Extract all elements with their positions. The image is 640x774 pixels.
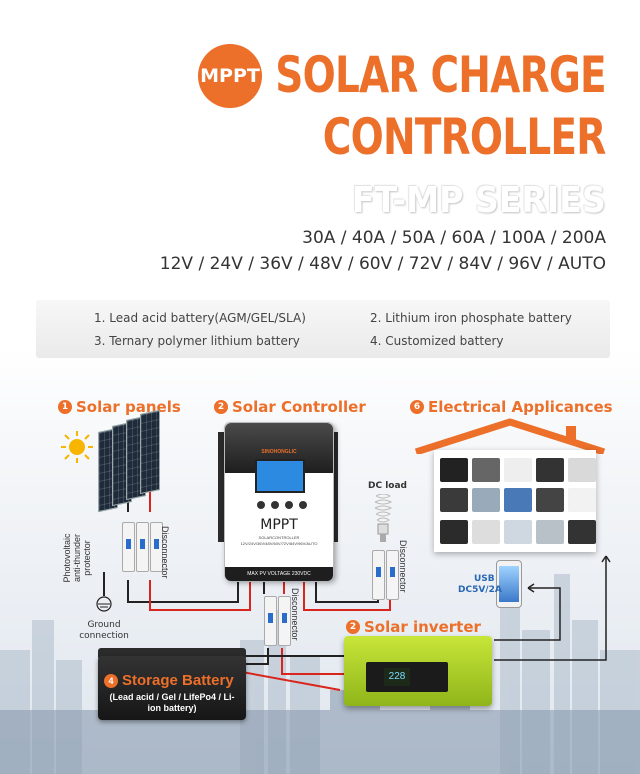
solar-controller-heading: 2 Solar Controller <box>214 398 366 416</box>
current-ratings: 30A / 40A / 50A / 60A / 100A / 200A <box>302 228 606 248</box>
controller-subtitle: SOLARCONTROLLER <box>258 535 300 540</box>
appliance-house <box>434 450 596 552</box>
solar-panel-4 <box>140 409 160 495</box>
controller-spec: 12V/24V/36V/48V/60V/72V/84V/96V/AUTO <box>240 541 318 546</box>
disconnector-label-1: Disconnector <box>160 526 170 579</box>
step-number-badge: 1 <box>58 400 72 414</box>
hair-dryer-icon <box>504 458 532 482</box>
controller-footer: MAX PV VOLTAGE 230VDC <box>225 567 333 581</box>
controller-heatsink-left <box>218 432 226 542</box>
series-name: FT-MP SERIES <box>352 180 606 221</box>
title-line-1: SOLAR CHARGE <box>275 46 606 104</box>
sun-icon <box>61 431 93 463</box>
step-number-badge: 4 <box>104 673 118 688</box>
battery-type-3: 3. Ternary polymer lithium battery <box>94 334 300 348</box>
camcorder-icon <box>536 488 564 512</box>
controller-button-4 <box>299 501 307 509</box>
controller-model: MPPT <box>260 517 298 533</box>
iron-icon <box>504 488 532 512</box>
protector-label-text: Photovoltaic anti-thunder protector <box>62 533 92 583</box>
controller-heatsink-right <box>330 432 338 542</box>
storage-battery-heading: 4 Storage Battery <box>104 672 234 689</box>
disconnector-label-2: Disconnector <box>290 588 300 641</box>
controller-brand: SINOHONGLIC <box>261 449 297 455</box>
controller-button-1 <box>257 501 265 509</box>
solar-panels-heading: 1 Solar panels <box>58 398 181 416</box>
city-skyline <box>0 574 640 774</box>
battery-types-banner: 1. Lead acid battery(AGM/GEL/SLA) 2. Lit… <box>36 300 610 358</box>
solar-panels-label: Solar panels <box>76 398 181 416</box>
step-number-badge: 2 <box>214 400 228 414</box>
refrigerator-icon <box>536 520 564 544</box>
tv-icon <box>440 458 468 482</box>
fan-icon <box>472 520 500 544</box>
controller-button-2 <box>271 501 279 509</box>
smartphone-screen <box>499 566 519 602</box>
usb-spec-label: DC5V/2A <box>458 585 502 595</box>
drill-icon <box>440 520 468 544</box>
house-roof-icon <box>414 418 606 454</box>
disconnector-breaker <box>150 522 163 572</box>
camera-icon <box>536 458 564 482</box>
controller-button-3 <box>285 501 293 509</box>
protector-breaker-1 <box>122 522 135 572</box>
bulb-icon <box>568 488 596 512</box>
battery-types-sub: (Lead acid / Gel / LifePo4 / Li-ion batt… <box>109 692 235 713</box>
ground-label: Ground connection <box>79 620 129 641</box>
battery-disconnector-2 <box>278 596 291 646</box>
inverter-display: 228 <box>384 668 410 686</box>
voltage-ratings: 12V / 24V / 36V / 48V / 60V / 72V / 84V … <box>159 254 606 274</box>
usb-label: USB <box>474 574 495 584</box>
battery-type-1: 1. Lead acid battery(AGM/GEL/SLA) <box>94 311 306 325</box>
dc-load-disconnector-2 <box>386 550 399 600</box>
juicer-icon <box>568 458 596 482</box>
washing-machine-icon <box>504 520 532 544</box>
rice-cooker-icon <box>568 520 596 544</box>
solar-inverter-heading: 2 Solar inverter <box>346 618 481 636</box>
lightbulb-icon <box>374 494 393 542</box>
protector-breaker-2 <box>136 522 149 572</box>
battery-type-4: 4. Customized battery <box>370 334 504 348</box>
storage-battery <box>98 656 246 720</box>
mppt-badge: MPPT <box>198 44 262 108</box>
battery-type-2: 2. Lithium iron phosphate battery <box>370 311 572 325</box>
storage-battery-label: Storage Battery <box>122 672 234 689</box>
dc-load-disconnector-1 <box>372 550 385 600</box>
step-number-badge: 6 <box>410 400 424 414</box>
step-number-badge: 2 <box>346 620 360 634</box>
solar-charge-controller: SINOHONGLIC MPPT SOLARCONTROLLER 12V/24V… <box>224 422 334 581</box>
microwave-icon <box>472 458 500 482</box>
laptop-icon <box>440 488 468 512</box>
kettle-icon <box>472 488 500 512</box>
controller-lcd-screen <box>255 459 305 493</box>
disconnector-label-3: Disconnector <box>398 540 408 593</box>
electrical-appliances-heading: 6 Electrical Applicances <box>410 398 613 416</box>
electrical-appliances-label: Electrical Applicances <box>428 398 613 416</box>
dc-load-label: DC load <box>368 481 407 491</box>
battery-disconnector-1 <box>264 596 277 646</box>
solar-controller-label: Solar Controller <box>232 398 366 416</box>
solar-inverter-label: Solar inverter <box>364 618 481 636</box>
title-line-2: CONTROLLER <box>323 108 607 166</box>
